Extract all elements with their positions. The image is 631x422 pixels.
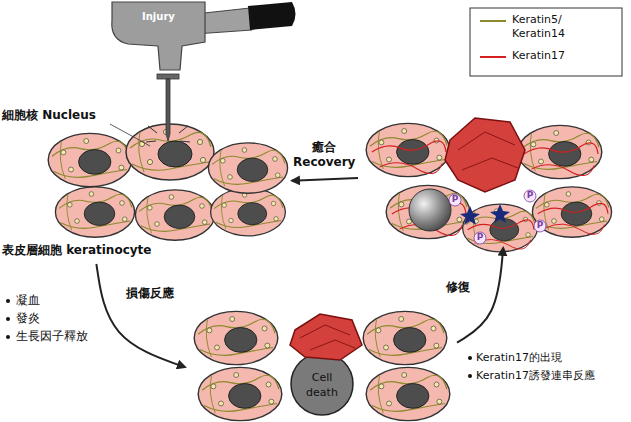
- annotation: 細胞核 Nucleus: [2, 108, 142, 123]
- phospho-label: P: [474, 231, 486, 243]
- annotation: 生長因子釋放: [16, 329, 106, 344]
- keratinocyte-cell: [363, 311, 447, 364]
- phospho-mark: [474, 232, 486, 244]
- bullet: [6, 317, 10, 321]
- keratin17-fiber: [300, 325, 355, 350]
- hammer-grip: [248, 2, 296, 30]
- impact-line: [179, 126, 188, 133]
- bullet: [6, 335, 10, 339]
- phospho-mark: [449, 194, 461, 206]
- legend-line-sample: [480, 20, 506, 22]
- bullet: [468, 356, 472, 360]
- keratinocyte-cell: [366, 123, 450, 176]
- keratinocyte-cell: [55, 187, 134, 237]
- keratinocyte-cell: [386, 185, 470, 238]
- phospho-mark: [524, 190, 536, 202]
- phospho-label: P: [534, 219, 546, 231]
- legend-text: Keratin5/ Keratin14: [512, 13, 612, 41]
- annotation: 發炎: [16, 311, 96, 326]
- flow-arrow: [292, 178, 358, 181]
- hammer: [112, 2, 296, 142]
- hammer-head: [112, 2, 205, 70]
- annotation: Keratin17的出現: [476, 350, 626, 365]
- keratinocyte-cell: [532, 187, 611, 237]
- keratin17-fiber: [458, 132, 518, 170]
- keratinocyte-cell: [48, 133, 132, 186]
- impact-line: [180, 141, 190, 142]
- keratinocyte-cell: [208, 143, 287, 193]
- annotation: Injury: [142, 9, 192, 24]
- nail: [166, 79, 170, 141]
- cell-cluster: P P P P: [358, 108, 622, 248]
- edge-label: 癒合 Recovery: [293, 140, 355, 170]
- legend-box: [470, 8, 622, 76]
- keratin17-mass: [445, 118, 525, 192]
- legend-text: Keratin17: [512, 49, 612, 63]
- keratin17-mass: [290, 314, 362, 360]
- leader-line: [110, 124, 150, 146]
- node-label: 表皮層細胞 keratinocyte: [2, 243, 242, 258]
- keratinocyte-cell: [463, 204, 538, 252]
- bullet: [6, 299, 10, 303]
- dead-cell: [291, 353, 353, 415]
- keratinocyte-cell: [366, 367, 450, 420]
- signal-star: [490, 204, 510, 223]
- annotation: Keratin17誘發連串反應: [476, 368, 626, 383]
- edge-label: 修復: [446, 280, 486, 295]
- cell-cluster-art: [194, 311, 450, 420]
- phospho-label: P: [449, 193, 461, 205]
- flow-arrow: [96, 264, 185, 367]
- impact-line: [146, 141, 156, 142]
- legend-line-sample: [480, 56, 506, 58]
- edge-label: 損傷反應: [126, 286, 196, 301]
- node-label: Cell death: [297, 370, 347, 400]
- phospho-label: P: [524, 189, 536, 201]
- impact-line: [148, 126, 157, 133]
- keratinocyte-cell: [194, 311, 278, 364]
- bullet: [468, 374, 472, 378]
- nucleus-ball: [409, 189, 451, 231]
- flow-arrow: [457, 248, 503, 343]
- keratinocyte-cell: [198, 367, 282, 420]
- cell-cluster: 表皮層細胞 keratinocyte: [0, 118, 292, 264]
- keratinocyte-cell: [135, 190, 214, 240]
- annotation: 凝血: [16, 293, 96, 308]
- nail-head: [157, 74, 179, 79]
- keratinocyte-cell: [211, 188, 286, 236]
- cell-cluster: Cell death: [185, 300, 457, 422]
- keratinocyte-cell: [518, 125, 602, 178]
- phospho-mark: [534, 220, 546, 232]
- signal-star: [460, 206, 480, 225]
- cell-cluster-art: [366, 118, 611, 252]
